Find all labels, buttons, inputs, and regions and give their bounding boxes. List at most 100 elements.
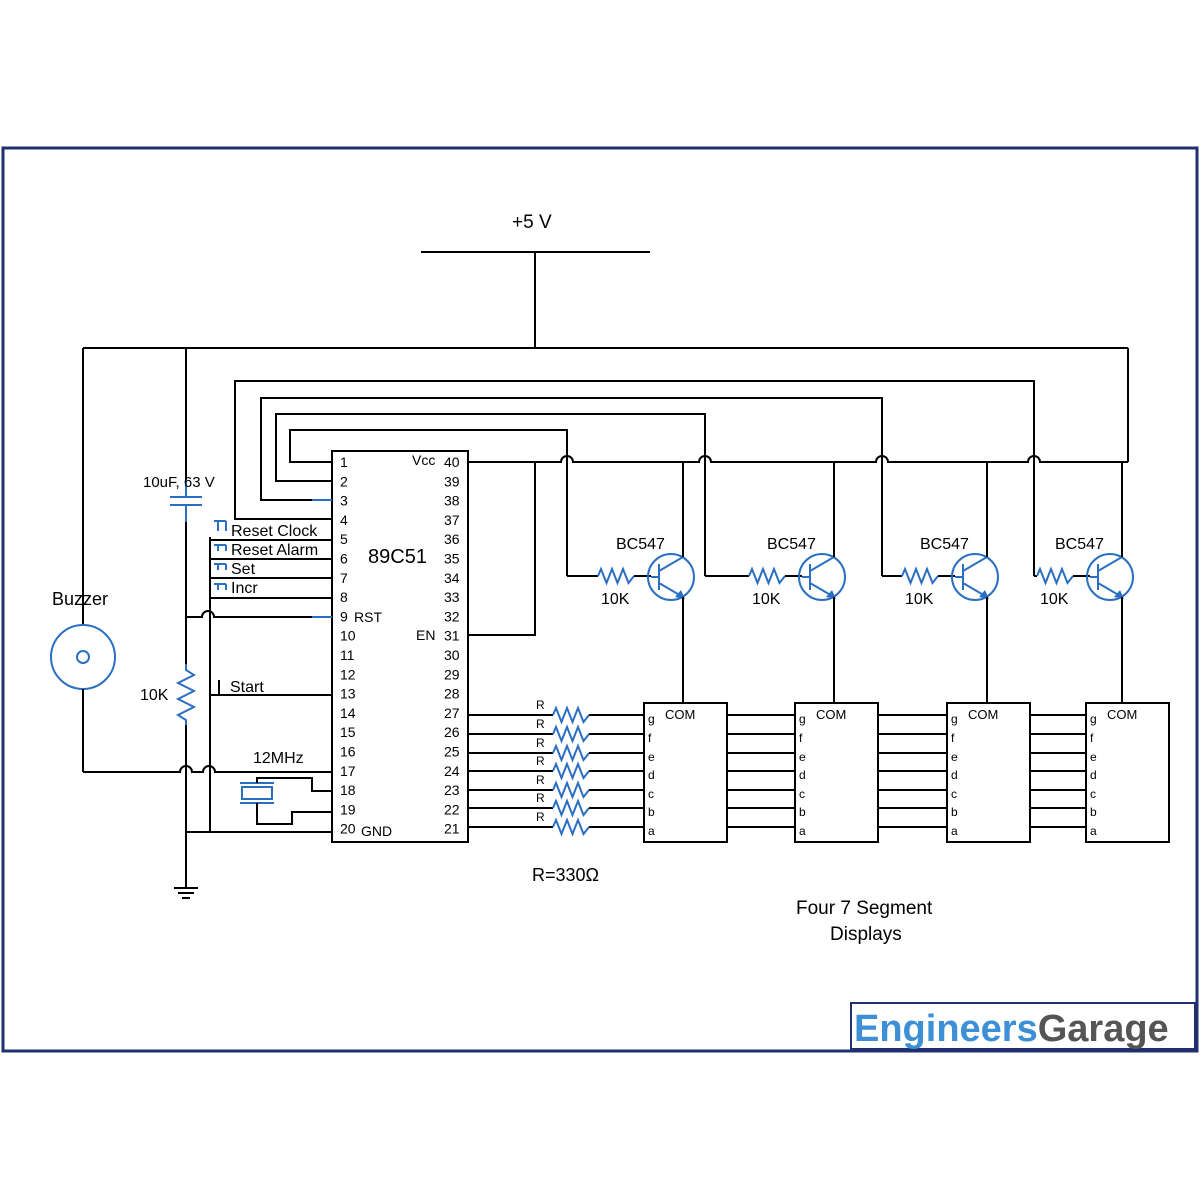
display-pin-b-2: b	[799, 805, 806, 819]
mcu-pin-25: 25	[444, 744, 460, 760]
button-incr	[210, 583, 332, 599]
button-label-reset-clock: Reset Clock	[231, 523, 318, 540]
display-pin-d-4: d	[1090, 768, 1097, 782]
mcu-pin-10: 10	[340, 628, 356, 644]
mcu-pin-9: 9	[340, 608, 348, 624]
mcu-pin-6: 6	[340, 551, 348, 567]
mcu-gnd-label: GND	[361, 823, 392, 839]
start-label: Start	[230, 679, 264, 696]
transistor-label-2: BC547	[767, 536, 816, 553]
display-pin-a-4: a	[1090, 824, 1097, 838]
mcu-pin-12: 12	[340, 666, 356, 682]
display-pin-d-1: d	[648, 768, 655, 782]
transistor-label-4: BC547	[1055, 536, 1104, 553]
mcu-pin-24: 24	[444, 763, 460, 779]
button-label-reset-alarm: Reset Alarm	[231, 542, 318, 559]
mcu-pin-28: 28	[444, 686, 460, 702]
mcu-en-label: EN	[416, 627, 435, 643]
display-pin-a-3: a	[951, 824, 958, 838]
reset-resistor-label: 10K	[140, 687, 169, 704]
display-pin-c-3: c	[951, 787, 957, 801]
mcu-vcc-label: Vcc	[412, 452, 435, 468]
display-pin-b-4: b	[1090, 805, 1097, 819]
mcu-pin-14: 14	[340, 705, 356, 721]
segment-resistor-label-7: R	[536, 810, 545, 824]
display-pin-e-2: e	[799, 750, 806, 764]
mcu-pin-20: 20	[340, 821, 356, 837]
display-pin-b-3: b	[951, 805, 958, 819]
mcu-pin-5: 5	[340, 531, 348, 547]
mcu-rst-label: RST	[354, 609, 382, 625]
logo-part-garage: Garage	[1038, 1008, 1169, 1050]
mcu-pin-18: 18	[340, 782, 356, 798]
base-resistor-3	[901, 566, 939, 586]
diagram-frame	[1, 146, 1199, 1053]
mcu-pin-23: 23	[444, 782, 460, 798]
base-resistor-2	[748, 566, 786, 586]
mcu-pin-8: 8	[340, 589, 348, 605]
display-pin-a-2: a	[799, 824, 806, 838]
button-start	[210, 680, 332, 696]
mcu-pin-22: 22	[444, 801, 460, 817]
logo-part-engineers: Engineers	[854, 1008, 1038, 1050]
display-pin-e-4: e	[1090, 750, 1097, 764]
mcu-pin-30: 30	[444, 647, 460, 663]
segment-resistor-label-6: R	[536, 791, 545, 805]
button-label-incr: Incr	[231, 580, 258, 597]
display-com-label-2: COM	[816, 707, 846, 722]
segment-resistor-6: R	[468, 791, 644, 818]
display-pin-b-1: b	[648, 805, 655, 819]
display-pin-g-1: g	[648, 712, 655, 726]
display-com-label-1: COM	[665, 707, 695, 722]
button-label-set: Set	[231, 561, 256, 578]
segment-resistor-2: R	[468, 717, 644, 744]
button-reset-clock	[210, 520, 332, 541]
display-pin-d-3: d	[951, 768, 958, 782]
supply-label: +5 V	[512, 212, 552, 233]
transistor-3: BC547 10K	[882, 462, 999, 702]
display-pin-d-2: d	[799, 768, 806, 782]
display-pin-g-3: g	[951, 712, 958, 726]
mcu-pin-32: 32	[444, 608, 460, 624]
segment-resistor-5: R	[468, 773, 644, 800]
display-pin-f-4: f	[1090, 731, 1094, 745]
mcu-pin-40: 40	[444, 454, 460, 470]
mcu-pin-7: 7	[340, 570, 348, 586]
mcu-pin-13: 13	[340, 686, 356, 702]
button-reset-alarm	[210, 544, 332, 560]
base-resistor-label-3: 10K	[905, 591, 934, 608]
mcu-pin-2: 2	[340, 473, 348, 489]
segment-resistor-3: R	[468, 736, 644, 763]
mcu-pin-1: 1	[340, 454, 348, 470]
display-pin-g-2: g	[799, 712, 806, 726]
mcu-pin-29: 29	[444, 666, 460, 682]
mcu-pin-35: 35	[444, 551, 460, 567]
capacitor-label: 10uF, 63 V	[143, 474, 215, 491]
display-com-label-4: COM	[1107, 707, 1137, 722]
display-pin-c-4: c	[1090, 787, 1096, 801]
segment-resistor-4: R	[468, 754, 644, 781]
mcu-pin-15: 15	[340, 724, 356, 740]
transistor-label-3: BC547	[920, 536, 969, 553]
mcu-pin-3: 3	[340, 493, 348, 509]
mcu-pin-16: 16	[340, 744, 356, 760]
mcu-name: 89C51	[368, 546, 427, 568]
segment-resistor-label-2: R	[536, 717, 545, 731]
crystal-label: 12MHz	[253, 750, 304, 767]
displays-caption-line2: Displays	[830, 924, 902, 945]
buzzer	[50, 624, 116, 690]
segment-resistor-label-5: R	[536, 773, 545, 787]
segment-resistor-label-4: R	[536, 754, 545, 768]
